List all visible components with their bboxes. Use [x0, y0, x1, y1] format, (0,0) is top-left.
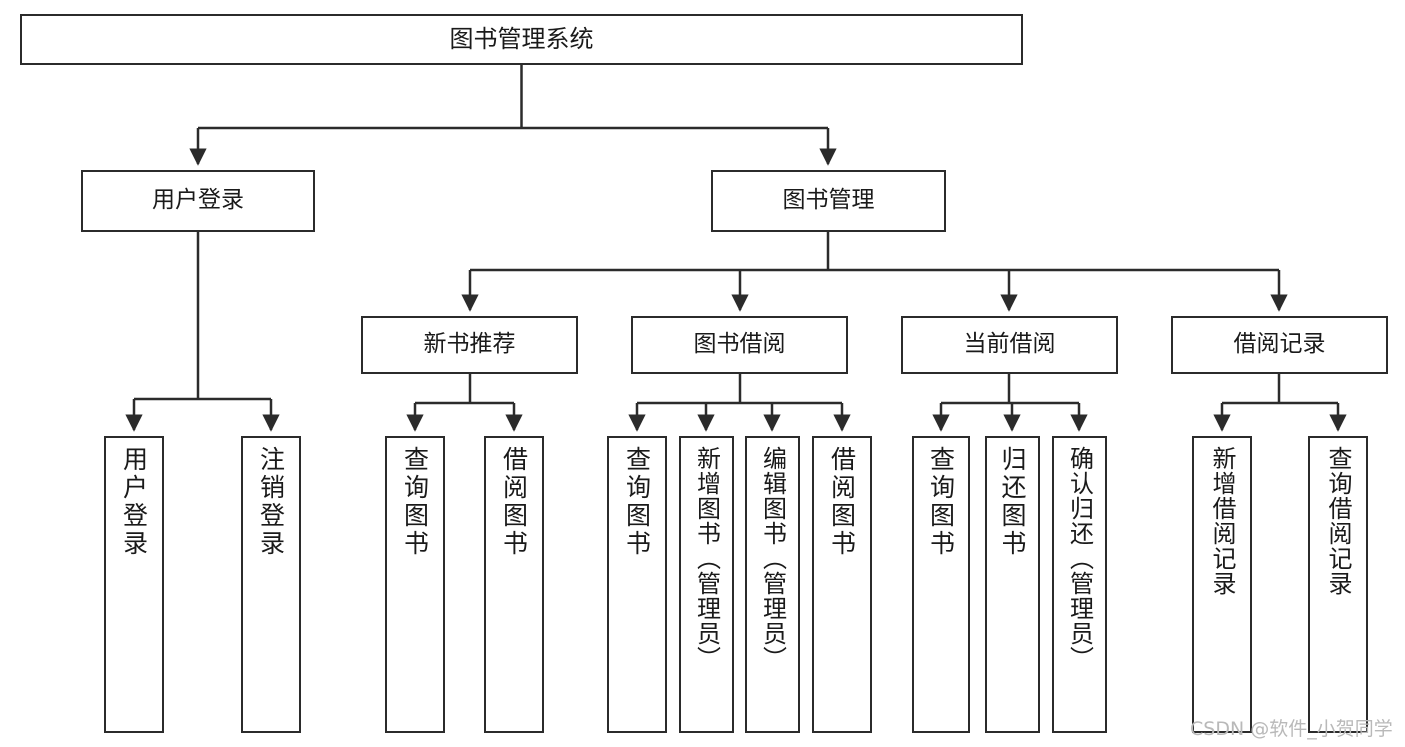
node-level3-current-borrow[interactable]: 当前借阅 — [901, 316, 1118, 374]
node-level2-book-management[interactable]: 图书管理 — [711, 170, 946, 232]
node-label: 编辑图书（管理员） — [758, 446, 787, 671]
node-level3-book-borrow[interactable]: 图书借阅 — [631, 316, 848, 374]
leaf-query-books-recommend[interactable]: 查询图书 — [385, 436, 445, 733]
node-label: 借阅记录 — [1233, 331, 1326, 358]
watermark: CSDN @软件_小贺同学 — [1190, 718, 1393, 740]
leaf-edit-book-admin[interactable]: 编辑图书（管理员） — [745, 436, 800, 733]
leaf-query-books-borrow[interactable]: 查询图书 — [607, 436, 667, 733]
node-label: 图书借阅 — [693, 331, 786, 358]
node-root[interactable]: 图书管理系统 — [20, 14, 1023, 65]
node-level3-new-book-recommend[interactable]: 新书推荐 — [361, 316, 578, 374]
node-label: 新书推荐 — [423, 331, 516, 358]
node-label: 查询图书 — [926, 446, 956, 558]
node-label: 查询借阅记录 — [1324, 446, 1352, 596]
leaf-add-book-admin[interactable]: 新增图书（管理员） — [679, 436, 734, 733]
node-label: 归还图书 — [998, 446, 1027, 558]
node-level2-user-login[interactable]: 用户登录 — [81, 170, 315, 232]
node-label: 借阅图书 — [499, 446, 529, 558]
leaf-user-login[interactable]: 用户登录 — [104, 436, 164, 733]
node-label: 图书管理 — [782, 187, 875, 214]
leaf-return-book[interactable]: 归还图书 — [985, 436, 1040, 733]
leaf-add-borrow-record[interactable]: 新增借阅记录 — [1192, 436, 1252, 733]
node-label: 借阅图书 — [827, 446, 857, 558]
node-label: 图书管理系统 — [449, 25, 594, 54]
node-label: 用户登录 — [119, 446, 149, 558]
leaf-query-books-current[interactable]: 查询图书 — [912, 436, 970, 733]
node-label: 确认归还（管理员） — [1065, 446, 1094, 671]
node-label: 用户登录 — [152, 187, 244, 214]
leaf-confirm-return-admin[interactable]: 确认归还（管理员） — [1052, 436, 1107, 733]
leaf-logout[interactable]: 注销登录 — [241, 436, 301, 733]
node-level3-borrow-records[interactable]: 借阅记录 — [1171, 316, 1388, 374]
node-label: 查询图书 — [622, 446, 652, 558]
leaf-query-borrow-record[interactable]: 查询借阅记录 — [1308, 436, 1368, 733]
node-label: 新增借阅记录 — [1208, 446, 1236, 596]
node-label: 新增图书（管理员） — [692, 446, 721, 671]
node-label: 当前借阅 — [963, 331, 1056, 358]
node-label: 查询图书 — [400, 446, 430, 558]
leaf-borrow-book[interactable]: 借阅图书 — [812, 436, 872, 733]
node-label: 注销登录 — [256, 446, 286, 558]
leaf-borrow-books-recommend[interactable]: 借阅图书 — [484, 436, 544, 733]
